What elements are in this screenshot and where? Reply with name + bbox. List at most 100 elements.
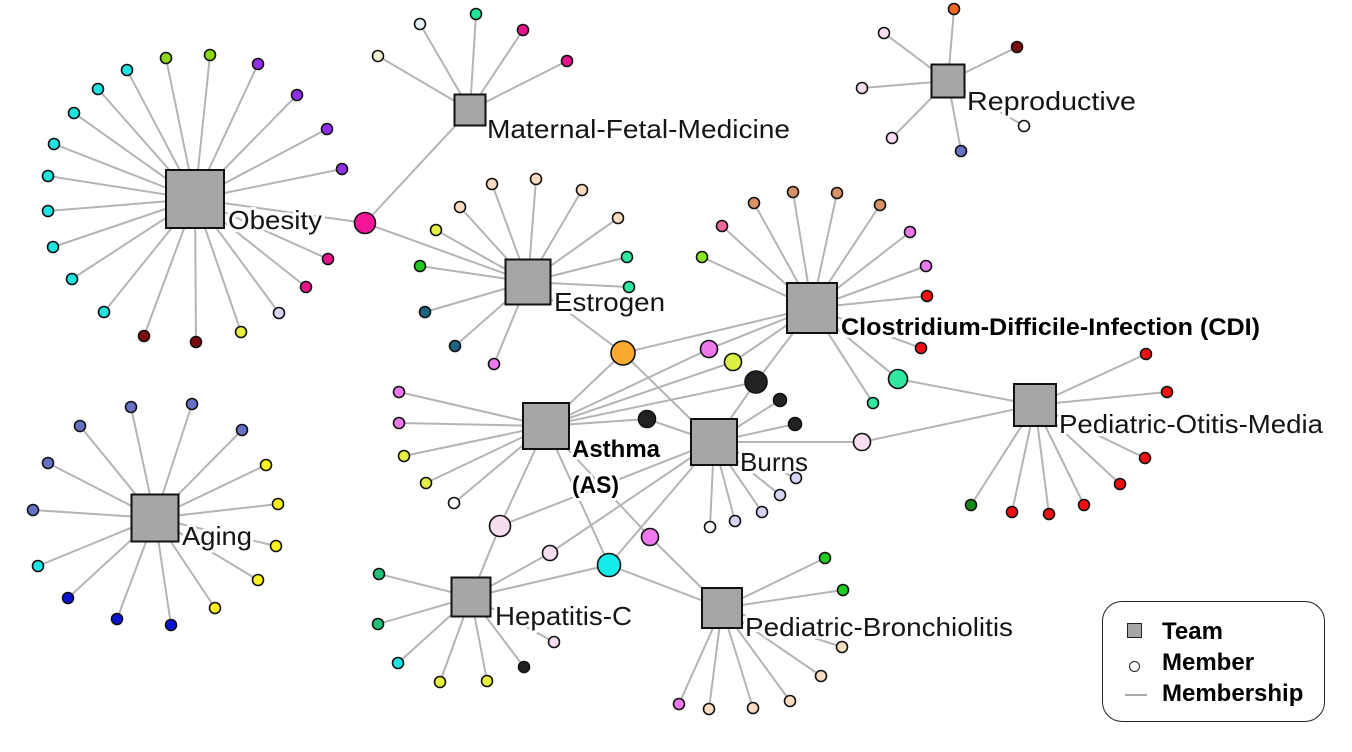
line-icon (1125, 694, 1147, 696)
legend-label-team: Team (1162, 618, 1223, 645)
team-label: Maternal-Fetal-Medicine (487, 114, 790, 144)
membership-edge (398, 422, 547, 427)
member-node (485, 177, 499, 191)
member-node (269, 539, 283, 553)
membership-edge (545, 348, 710, 427)
shared-member-node (699, 339, 719, 359)
shared-member-node (640, 527, 660, 547)
member-node (866, 396, 880, 410)
member-node (620, 250, 634, 264)
team-label: Pediatric-Otitis-Media (1059, 409, 1324, 439)
member-node (903, 225, 917, 239)
membership-edge (861, 404, 1036, 443)
member-node (189, 335, 203, 349)
member-node (41, 169, 55, 183)
member-node (1010, 40, 1024, 54)
shared-member-node (541, 544, 559, 562)
member-nodes (26, 2, 1174, 716)
member-node (695, 250, 709, 264)
member-node (622, 280, 636, 294)
team-label: Pediatric-Bronchiolitis (745, 612, 1013, 642)
membership-edge (364, 222, 529, 283)
team-node-aging (130, 493, 180, 543)
team-nodes (130, 63, 1057, 629)
member-node (203, 48, 217, 62)
member-node (747, 196, 761, 210)
member-node (772, 392, 788, 408)
member-node (447, 496, 461, 510)
member-node (271, 497, 285, 511)
member-node (397, 449, 411, 463)
member-node (120, 63, 134, 77)
member-node (702, 702, 716, 716)
member-node (235, 423, 249, 437)
member-node (487, 357, 501, 371)
member-node (755, 505, 769, 519)
member-node (873, 198, 887, 212)
member-node (26, 503, 40, 517)
member-node (73, 419, 87, 433)
member-node (783, 694, 797, 708)
membership-edge (622, 307, 813, 354)
member-node (1139, 347, 1153, 361)
member-node (746, 701, 760, 715)
member-node (31, 559, 45, 573)
member-node (914, 341, 928, 355)
member-node (413, 259, 427, 273)
member-node (814, 669, 828, 683)
member-node (1138, 451, 1152, 465)
member-node (159, 51, 173, 65)
member-node (1160, 385, 1174, 399)
member-node (251, 573, 265, 587)
member-node (418, 305, 432, 319)
member-node (480, 674, 494, 688)
member-node (65, 272, 79, 286)
member-node (954, 144, 968, 158)
member-node (124, 400, 138, 414)
member-node (855, 81, 869, 95)
member-node (392, 416, 406, 430)
member-node (371, 49, 385, 63)
member-node (67, 106, 81, 120)
member-node (110, 612, 124, 626)
shared-member-node (887, 368, 909, 390)
member-node (234, 325, 248, 339)
member-node (448, 339, 462, 353)
member-node (371, 617, 385, 631)
team-node-mfm (453, 93, 487, 127)
team-label: Clostridium-Difficile-Infection (CDI) (841, 314, 1260, 341)
team-label: Obesity (228, 205, 322, 235)
member-node (413, 17, 427, 31)
membership-edge (545, 381, 757, 427)
member-node (516, 23, 530, 37)
team-node-reproductive (930, 63, 966, 99)
team-node-estrogen (504, 258, 552, 306)
member-node (392, 385, 406, 399)
member-node (947, 2, 961, 16)
shared-member-node (610, 340, 636, 366)
member-node (560, 54, 574, 68)
member-node (47, 137, 61, 151)
team-node-cdi (786, 282, 838, 334)
team-node-pom (1013, 383, 1057, 427)
team-node-burns (690, 418, 738, 466)
member-node (787, 416, 803, 432)
shared-member-node (744, 370, 768, 394)
member-node (611, 211, 625, 225)
member-node (575, 183, 589, 197)
member-node (335, 162, 349, 176)
team-node-asthma (522, 402, 570, 450)
member-node (429, 223, 443, 237)
member-node (290, 88, 304, 102)
member-node (920, 289, 934, 303)
member-node (91, 82, 105, 96)
team-label: Asthma (572, 436, 661, 463)
member-node (164, 618, 178, 632)
member-node (433, 675, 447, 689)
team-label: Hepatitis-C (495, 601, 632, 631)
membership-edge (398, 391, 547, 427)
member-node (964, 498, 978, 512)
member-node (251, 57, 265, 71)
circle-icon (1129, 661, 1140, 672)
member-node (547, 635, 561, 649)
